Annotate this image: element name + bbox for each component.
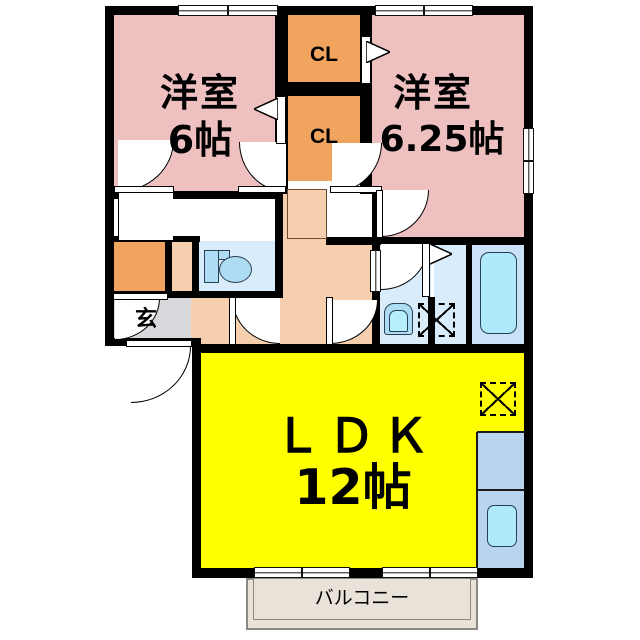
kitchen-counter-divider <box>477 489 525 491</box>
room-fill-entry-closet <box>113 241 165 291</box>
wall-toilet-bottom <box>192 291 283 298</box>
wall-corridor-left <box>275 191 283 245</box>
toilet-bowl <box>219 256 252 283</box>
arrow-icon-washroom <box>428 243 452 265</box>
kitchen-sink-basin <box>487 505 517 547</box>
wall-washroom-bottom <box>372 344 533 353</box>
label-entrance: 玄 <box>134 307 157 332</box>
toilet-tank <box>204 250 219 283</box>
door-leaf-front-entrance[interactable] <box>126 340 192 347</box>
wall-toilet-right <box>275 237 283 297</box>
label-ldk-name: ＬＤＫ <box>274 409 436 462</box>
label-closet-bottom: CL <box>310 125 338 148</box>
door-bedroom-left[interactable] <box>118 191 173 241</box>
kitchen-counter-fill <box>477 432 525 489</box>
window-mullion-1 <box>227 5 229 16</box>
arrow-icon-closet-top <box>366 41 390 63</box>
corridor-fill-strip <box>171 241 192 291</box>
window-washroom-left <box>370 250 381 292</box>
door-leaf-entry-closet[interactable] <box>113 293 168 300</box>
wall-ldk-left-upper <box>192 338 201 568</box>
label-bedroom-left-name: 洋室 <box>159 71 240 115</box>
door-leaf-toilet[interactable] <box>229 297 236 345</box>
corridor-fill-mid-block <box>287 189 327 239</box>
washroom-slider-track[interactable] <box>422 243 430 297</box>
window-mullion-4 <box>301 567 303 578</box>
wall-exterior-left-upper <box>105 6 114 344</box>
door-leaf-bedroom-left-corridor[interactable] <box>238 186 286 193</box>
balcony-inner-floor <box>253 578 471 620</box>
label-bedroom-right-name: 洋室 <box>392 71 473 115</box>
wall-bedroom-left-bottom <box>105 191 281 199</box>
wall-ldk-bottom <box>192 568 533 578</box>
door-leaf-ldk[interactable] <box>326 297 333 345</box>
door-leaf-bedroom-right[interactable] <box>330 186 382 193</box>
wall-ldk-right <box>524 344 533 578</box>
label-bedroom-right-size: 6.25帖 <box>379 119 505 160</box>
door-front-entrance-arc[interactable] <box>131 346 191 403</box>
closet-bottom-slider-track[interactable] <box>276 96 286 144</box>
label-bedroom-left-size: 6帖 <box>167 118 233 162</box>
wall-toilet-left <box>192 237 199 297</box>
window-mullion-3 <box>523 160 534 162</box>
bathtub <box>480 252 517 334</box>
room-fill-closet-top <box>288 14 360 82</box>
washing-machine-space <box>418 303 455 337</box>
wall-bedroom-right-bottom <box>326 237 533 245</box>
door-leaf-bedroom-left[interactable] <box>114 186 174 193</box>
wall-exterior-top <box>105 6 533 15</box>
wall-entry-closet-right <box>165 236 172 296</box>
arrow-icon-closet-bottom <box>254 98 278 120</box>
label-closet-top: CL <box>310 43 338 66</box>
wall-ldk-top <box>192 344 380 353</box>
kitchen-counter-edge <box>476 432 478 568</box>
kitchen-counter-top-edge <box>477 431 525 433</box>
room-fill-ldk <box>200 353 525 568</box>
window-mullion-5 <box>429 567 431 578</box>
window-mullion-2 <box>423 5 425 16</box>
door-leaf-bedroom-right-lower[interactable] <box>376 190 383 238</box>
label-balcony: バルコニー <box>314 587 410 609</box>
wall-bath-left <box>466 241 472 344</box>
washbasin-bowl <box>389 310 408 332</box>
refrigerator-space <box>480 382 516 416</box>
wall-between-closets <box>275 82 372 96</box>
label-ldk-size: 12帖 <box>294 459 412 516</box>
